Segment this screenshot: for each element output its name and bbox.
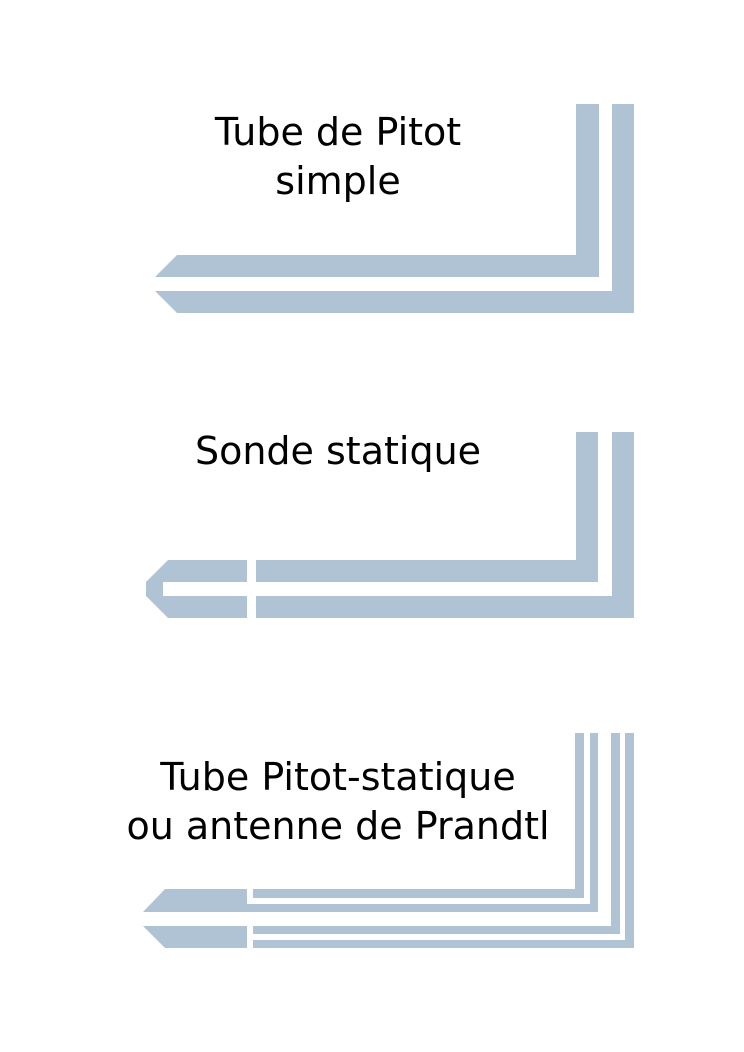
static-probe-label-line-1: Sonde statique xyxy=(194,429,482,473)
prandtl-total-inner-wall xyxy=(143,733,598,912)
static-probe-diagram xyxy=(146,432,634,618)
prandtl-nose-lower xyxy=(143,926,247,948)
pitot-tube-outer-wall xyxy=(155,104,634,313)
static-probe-inner-wall xyxy=(256,432,598,582)
pitot-static-tube-label: Tube Pitot-statique ou antenne de Prandt… xyxy=(100,753,576,851)
pitot-tube-label: Tube de Pitot simple xyxy=(100,108,576,206)
pitot-tube-inner-wall xyxy=(155,104,599,277)
static-probe-nose xyxy=(146,560,247,618)
prandtl-total-outer-wall xyxy=(253,733,620,934)
pitot-static-tube-label-line-1: Tube Pitot-statique xyxy=(160,755,516,799)
pitot-tube-diagram xyxy=(155,104,634,313)
pitot-static-tube-label-line-2: ou antenne de Prandtl xyxy=(126,804,550,848)
prandtl-static-inner-wall xyxy=(253,733,584,898)
pitot-tube-label-line-1: Tube de Pitot xyxy=(214,110,462,154)
static-probe-outer-wall xyxy=(256,432,634,618)
pitot-tube-label-line-2: simple xyxy=(275,159,401,203)
pitot-static-tube-diagram xyxy=(143,733,634,948)
static-probe-label: Sonde statique xyxy=(100,427,576,476)
